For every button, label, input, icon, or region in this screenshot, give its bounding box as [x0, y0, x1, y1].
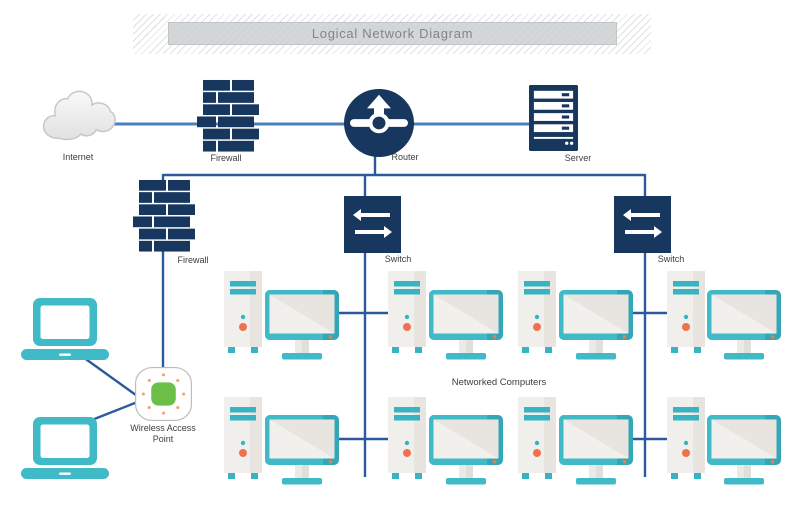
networked-computers-label: Networked Computers	[451, 377, 547, 388]
computer-monitor-icon	[265, 415, 339, 485]
computer-tower-icon	[388, 397, 426, 479]
firewall-brick-wall-icon	[196, 79, 260, 153]
wireless-access-point-label: Wireless Access Point	[130, 423, 196, 444]
switch-arrows-icon	[614, 196, 671, 253]
computer-tower-icon	[518, 271, 556, 353]
computer-tower-icon	[224, 397, 262, 479]
server-rack-icon	[529, 85, 578, 151]
diagram-title-banner: Logical Network Diagram	[133, 14, 651, 54]
switch-right-label: Switch	[657, 254, 685, 264]
computer-tower-icon	[667, 397, 705, 479]
computer-tower-icon	[667, 271, 705, 353]
internet-node	[40, 88, 116, 147]
access-point-icon	[135, 367, 192, 421]
firewall-top-node	[196, 79, 260, 153]
laptop-node	[21, 417, 109, 479]
laptop-icon	[21, 298, 109, 360]
switch-left-label: Switch	[384, 254, 412, 264]
firewall-top-label: Firewall	[210, 153, 242, 163]
computer-monitor-icon	[707, 290, 781, 360]
firewall-brick-wall-icon	[132, 179, 196, 253]
computer-tower-icon	[224, 271, 262, 353]
internet-cloud-icon	[40, 88, 116, 147]
wireless-access-point-node	[135, 367, 192, 421]
diagram-title-bar: Logical Network Diagram	[168, 22, 617, 45]
internet-label: Internet	[62, 152, 94, 162]
distribution-lines	[73, 150, 672, 477]
firewall-inner-label: Firewall	[177, 255, 209, 265]
router-label: Router	[391, 152, 419, 162]
router-node	[343, 88, 415, 158]
computer-monitor-icon	[429, 290, 503, 360]
server-label: Server	[564, 153, 592, 163]
computer-monitor-icon	[429, 415, 503, 485]
switch-left-node	[344, 196, 401, 253]
computer-tower-icon	[518, 397, 556, 479]
computer-monitor-icon	[707, 415, 781, 485]
laptop-node	[21, 298, 109, 360]
firewall-inner-node	[132, 179, 196, 253]
diagram-title: Logical Network Diagram	[311, 26, 474, 41]
router-icon	[343, 88, 415, 158]
computer-monitor-icon	[559, 290, 633, 360]
computer-monitor-icon	[559, 415, 633, 485]
laptop-icon	[21, 417, 109, 479]
server-node	[529, 85, 578, 151]
computer-monitor-icon	[265, 290, 339, 360]
computer-tower-icon	[388, 271, 426, 353]
switch-arrows-icon	[344, 196, 401, 253]
switch-right-node	[614, 196, 671, 253]
